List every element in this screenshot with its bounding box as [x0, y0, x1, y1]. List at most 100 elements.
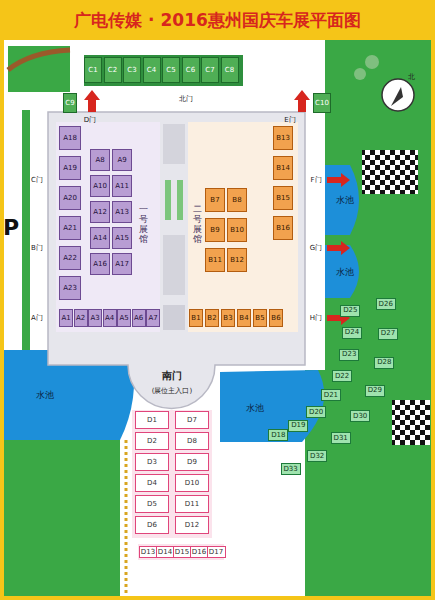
booth: D7	[175, 411, 209, 429]
booth-number: D27	[381, 330, 395, 337]
exit-arrow	[327, 241, 350, 255]
booth-number: B2	[207, 315, 216, 322]
booth-strip	[84, 55, 243, 86]
map-label: 北门	[179, 96, 193, 103]
booth: B11	[205, 248, 225, 272]
hall-floor	[188, 122, 298, 332]
map-label: G门	[310, 245, 322, 252]
booth-number: D17	[209, 549, 223, 556]
checker-area	[362, 150, 418, 194]
map-label: 水池	[336, 196, 354, 205]
booth: D33	[281, 463, 301, 475]
booth-number: C1	[88, 67, 97, 74]
map-label: P	[3, 217, 19, 239]
booth-number: D26	[379, 301, 393, 308]
booth: A6	[132, 309, 146, 327]
booth: D26	[376, 298, 396, 310]
booth: D19	[288, 420, 308, 432]
booth: C6	[182, 57, 200, 83]
booth-number: A11	[115, 183, 129, 190]
booth-number: C7	[205, 67, 214, 74]
booth: B12	[227, 248, 247, 272]
booth: C2	[104, 57, 122, 83]
booth: A22	[59, 246, 81, 270]
map-label: E门	[284, 117, 295, 124]
road-curve	[8, 50, 70, 70]
booth: C4	[143, 57, 161, 83]
map-label: 二号展馆	[193, 205, 202, 245]
booth-number: A20	[63, 195, 77, 202]
booth: C7	[201, 57, 219, 83]
booth: A3	[88, 309, 102, 327]
booth: B8	[227, 188, 247, 212]
booth-number: A12	[93, 209, 107, 216]
corridor-block	[163, 235, 185, 295]
booth: D9	[175, 453, 209, 471]
tree-line	[125, 440, 128, 596]
booth: D8	[175, 432, 209, 450]
map-label: 一号展馆	[139, 205, 148, 245]
exit-arrow	[327, 173, 350, 187]
booth: B9	[205, 218, 225, 242]
map-label: C门	[31, 177, 43, 184]
booth: A17	[112, 253, 132, 275]
booth-number: D9	[187, 459, 197, 466]
booth: D6	[135, 516, 169, 534]
booth-number: D6	[147, 522, 157, 529]
map-label: D门	[84, 117, 96, 124]
road	[305, 40, 325, 370]
booth-number: B16	[276, 225, 290, 232]
booth: B13	[273, 126, 293, 150]
grass-strip	[22, 110, 30, 365]
map-title: 广电传媒 · 2016惠州国庆车展平面图	[0, 0, 435, 40]
booth: C10	[313, 93, 331, 113]
booth: A4	[103, 309, 117, 327]
booth: B1	[189, 309, 203, 327]
booth-number: D24	[345, 329, 359, 336]
booth: D2	[135, 432, 169, 450]
booth: B14	[273, 156, 293, 180]
booth-number: C3	[127, 67, 136, 74]
booth-number: B13	[276, 135, 290, 142]
booth-number: B9	[210, 227, 219, 234]
booth: D20	[306, 406, 326, 418]
booth: D28	[374, 357, 394, 369]
booth-number: D22	[335, 373, 349, 380]
booth-number: D14	[158, 549, 172, 556]
booth: D27	[378, 328, 398, 340]
booth-number: D3	[147, 459, 157, 466]
booth: A18	[59, 126, 81, 150]
booth-number: A8	[95, 157, 104, 164]
booth: D17	[207, 546, 226, 558]
booth: C3	[123, 57, 141, 83]
planter	[177, 180, 183, 220]
booth: B4	[237, 309, 251, 327]
booth-number: A6	[134, 315, 143, 322]
booth: B7	[205, 188, 225, 212]
booth-number: A19	[63, 165, 77, 172]
map-label: A门	[31, 315, 43, 322]
booth-number: B7	[210, 197, 219, 204]
exhibition-hall	[48, 112, 305, 409]
booth-number: A1	[61, 315, 70, 322]
map-ground	[4, 40, 431, 596]
booth: D1	[135, 411, 169, 429]
booth: D4	[135, 474, 169, 492]
booth-number: D13	[141, 549, 155, 556]
booth-number: A17	[115, 261, 129, 268]
booth-number: D12	[185, 522, 199, 529]
booth: A19	[59, 156, 81, 180]
booth: C1	[84, 57, 102, 83]
booth-number: A22	[63, 255, 77, 262]
booth: D3	[135, 453, 169, 471]
exit-arrow	[294, 90, 310, 112]
booth: D30	[350, 410, 370, 422]
booth-number: D28	[377, 359, 391, 366]
booth-number: A21	[63, 225, 77, 232]
grass-area	[4, 440, 120, 596]
map-label: (展位主入口)	[152, 388, 192, 395]
booth-number: B11	[208, 257, 222, 264]
map-label: 北	[408, 74, 415, 81]
booth: D29	[365, 385, 385, 397]
booth: D32	[307, 450, 327, 462]
